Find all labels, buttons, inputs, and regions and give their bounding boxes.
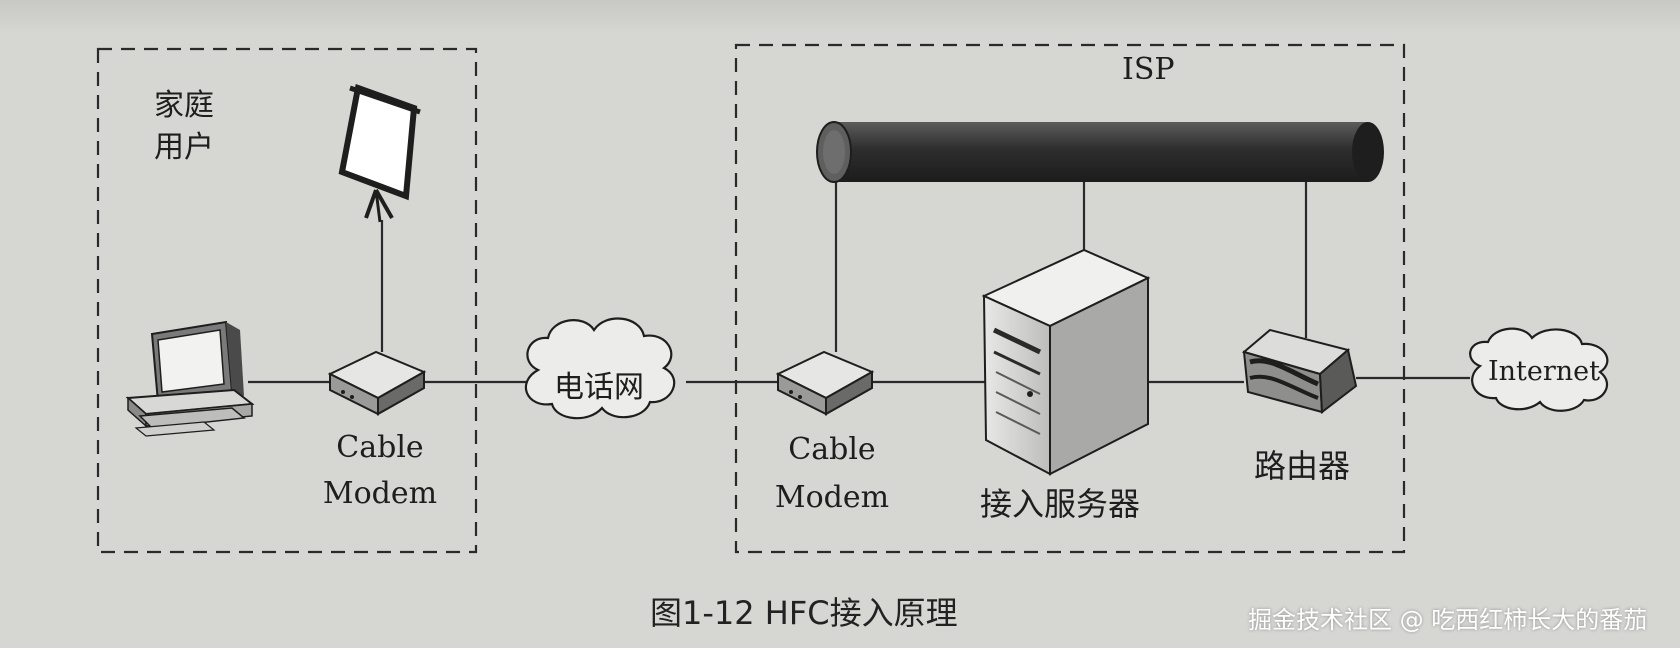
- internet-label: Internet: [1488, 356, 1601, 387]
- page-edge-shade: [0, 0, 1680, 34]
- phone-network-cloud-icon: [524, 317, 676, 420]
- isp-modem-label-line1: Cable: [788, 432, 876, 467]
- home-user-label-line2: 用户: [154, 130, 214, 165]
- router-icon: [1241, 328, 1358, 414]
- connection-lines: [248, 180, 1470, 384]
- cable-trunk: [816, 121, 1384, 183]
- router-label: 路由器: [1254, 447, 1351, 485]
- home-cable-modem-icon: [327, 350, 427, 416]
- desktop-computer-icon: [125, 320, 255, 437]
- watermark: 掘金技术社区 @ 吃西红柿长大的番茄: [1248, 606, 1648, 634]
- isp-cable-modem-icon: [775, 350, 875, 416]
- phone-network-label: 电话网: [554, 370, 644, 405]
- home-user-boundary: [96, 47, 478, 554]
- access-server-label: 接入服务器: [980, 485, 1141, 523]
- access-server-icon: [981, 248, 1151, 476]
- isp-label: ISP: [1122, 52, 1175, 87]
- internet-cloud-icon: [1469, 327, 1609, 412]
- projector-screen-icon: [338, 83, 421, 223]
- figure-caption: 图1-12 HFC接入原理: [650, 594, 958, 632]
- home-user-label-line1: 家庭: [154, 88, 214, 123]
- isp-modem-label-line2: Modem: [774, 480, 890, 515]
- isp-boundary: [734, 43, 1406, 554]
- home-modem-label-line1: Cable: [336, 430, 424, 465]
- home-modem-label-line2: Modem: [322, 476, 438, 511]
